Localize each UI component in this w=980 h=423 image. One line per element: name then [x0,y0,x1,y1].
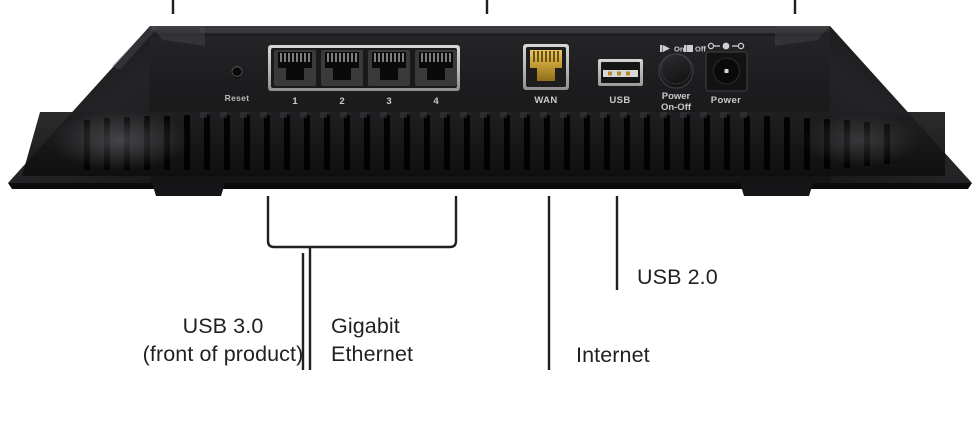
usb-port[interactable] [598,59,643,86]
ethernet-port-2[interactable] [321,50,363,86]
usb-port-label: USB [609,95,630,106]
svg-text:Off: Off [695,45,706,54]
power-button-labels: Power On-Off [661,91,692,113]
power-jack-label: Power [711,95,742,106]
chassis-bottom-edge [8,183,972,189]
vent-slots [84,115,890,170]
ethernet-port-1-label: 1 [292,96,298,107]
usb2-callout-label: USB 2.0 [637,265,718,289]
ethernet-port-3[interactable] [368,50,410,86]
ethernet-port-group[interactable] [268,45,460,91]
power-off-icon: Off [684,45,706,54]
ethernet-port-2-label: 2 [339,96,344,107]
dc-polarity-icon [707,42,745,50]
ethernet-port-numbers: 1 2 3 4 [292,96,439,107]
left-wing-edge-light [112,27,158,70]
reset-button[interactable] [231,66,243,79]
power-on-off-button[interactable] [658,53,694,89]
power-button-label-line2: On-Off [661,102,692,113]
left-wing-crease [150,26,205,46]
reset-port-label: Reset [225,93,250,103]
ethernet-port-4-label: 4 [433,96,439,107]
vent-pips [200,112,747,118]
right-wing-crease [775,26,830,46]
power-jack[interactable] [705,51,748,92]
internet-callout-label: Internet [576,343,650,367]
chassis-foot-left [152,183,225,196]
vent-right-glare [800,114,920,166]
ethernet-port-1[interactable] [274,50,316,86]
chassis-top-highlight [200,28,775,33]
wan-port[interactable] [523,44,569,90]
chassis-foot-right [740,183,813,196]
wan-port-label: WAN [534,95,557,106]
vent-left-glare [50,110,190,170]
power-button-label-line1: Power [662,91,691,102]
ventilation-grille [22,110,945,176]
power-on-icon: On [660,45,685,54]
gigabit-ethernet-callout-label: Gigabit Ethernet [331,314,414,367]
router-device-illustration: Reset [8,26,972,196]
svg-text:On: On [674,45,685,54]
ethernet-port-4[interactable] [415,50,457,86]
usb3-callout-label: USB 3.0 (front of product) [142,314,304,367]
ethernet-port-3-label: 3 [386,96,391,107]
